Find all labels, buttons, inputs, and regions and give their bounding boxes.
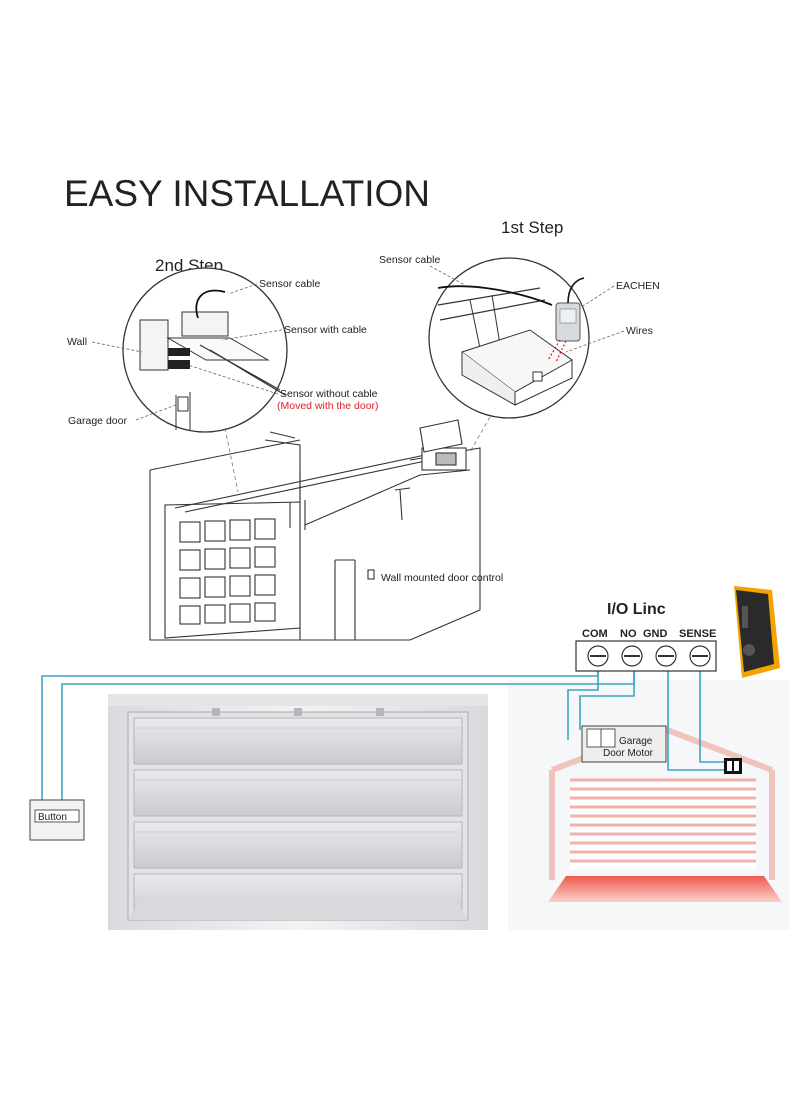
eachen-device — [734, 586, 780, 678]
motor-label-line1: Garage — [619, 736, 653, 747]
terminal-label-sense: SENSE — [679, 628, 716, 640]
garage-door-photo — [108, 694, 488, 930]
step2-detail: 2nd Step — [122, 256, 288, 433]
step2-moved-note: (Moved with the door) — [277, 400, 379, 412]
terminal-screws — [587, 645, 711, 667]
step2-wall-label: Wall — [67, 336, 87, 348]
door-sensor — [724, 758, 742, 774]
step1-sensor-cable-label: Sensor cable — [379, 254, 440, 266]
step1-detail: 1st Step — [428, 218, 590, 419]
step1-wires-label: Wires — [626, 325, 653, 337]
io-linc-title: I/O Linc — [607, 601, 666, 618]
step2-sensor-cable-label: Sensor cable — [259, 278, 320, 290]
safety-beam-curtain — [548, 778, 782, 902]
step1-eachen-label: EACHEN — [616, 280, 660, 292]
button-label: Button — [38, 812, 67, 823]
wall-control-label: Wall mounted door control — [381, 572, 503, 584]
button-box: Button — [29, 799, 85, 841]
terminal-label-gnd: GND — [643, 628, 668, 640]
motor-label-line2: Door Motor — [603, 748, 654, 759]
step2-sensor-with-cable-label: Sensor with cable — [284, 324, 367, 336]
garage-door-panels — [179, 518, 276, 625]
step2-sensor-without-cable-label: Sensor without cable — [280, 388, 378, 400]
terminal-label-com: COM — [582, 628, 608, 640]
step2-garage-door-label: Garage door — [68, 415, 127, 427]
step1-heading: 1st Step — [501, 218, 563, 237]
terminal-block: COM NO GND SENSE — [575, 628, 717, 672]
garage-overview — [149, 419, 481, 641]
terminal-label-no: NO — [620, 628, 637, 640]
garage-door-motor-box: Garage Door Motor — [581, 725, 667, 763]
page-title: EASY INSTALLATION — [64, 173, 430, 214]
